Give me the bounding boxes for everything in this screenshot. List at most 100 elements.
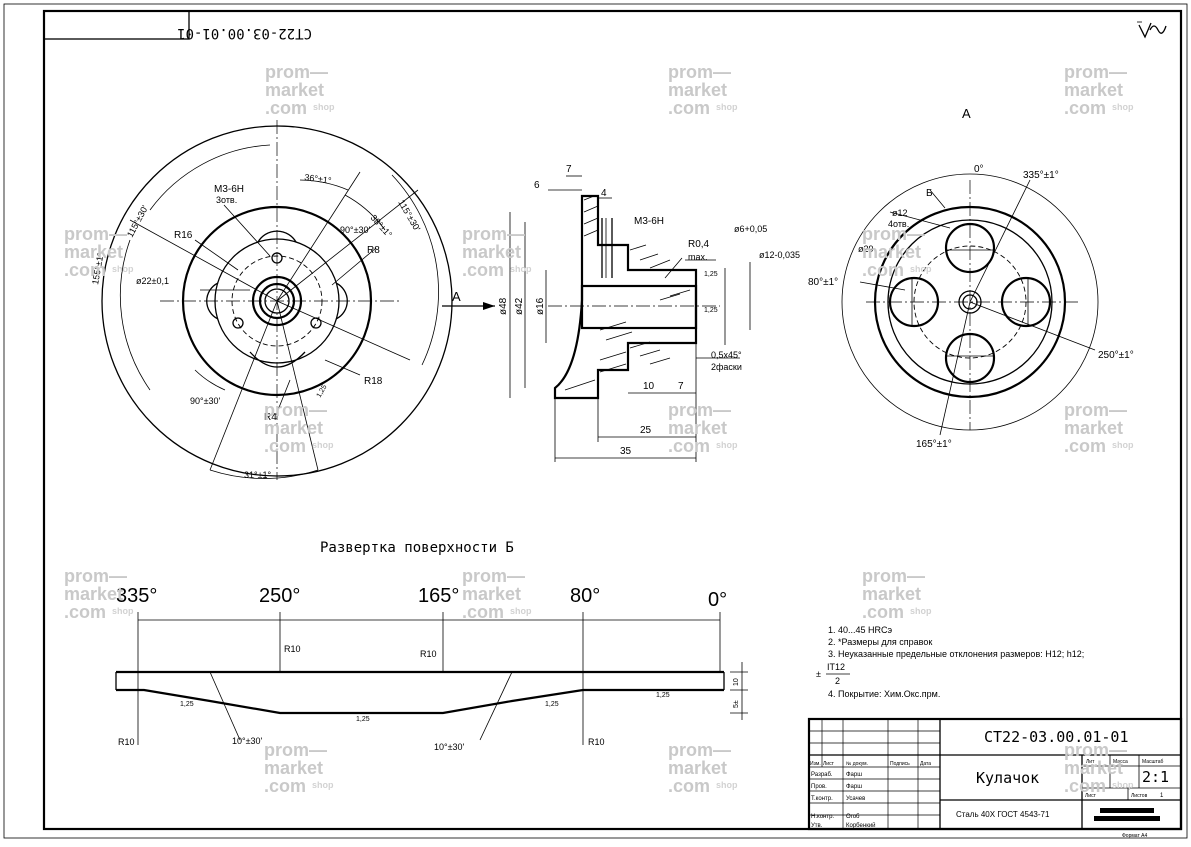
dev-a10-b: 10°±30' (434, 742, 465, 752)
sv-d10: 10 (643, 381, 655, 392)
row-nkontr: Н.контр. (811, 814, 834, 820)
sv-d42: ø42 (514, 297, 525, 315)
col-doc: № докум. (846, 761, 868, 767)
dev-a10-a: 10°±30' (232, 736, 263, 746)
fv-a90a: 90°±30' (190, 396, 221, 406)
sv-d7: 7 (566, 164, 572, 175)
watermark-text: market (862, 584, 921, 604)
watermark-text: market (1064, 758, 1123, 778)
fv-a31: 31°±1° (244, 470, 272, 480)
col-izm: Изм. (810, 761, 821, 767)
sv-d6tol: ø6+0,05 (734, 224, 767, 234)
sv-d16: ø16 (535, 297, 546, 315)
watermark-shop: shop (312, 440, 334, 450)
development-title: Развертка поверхности Б (320, 540, 514, 556)
watermark-text: prom— (668, 62, 731, 82)
dev-rough-4: 1,25 (656, 692, 670, 699)
watermark-text: prom— (462, 224, 525, 244)
watermark-text: .com (1064, 98, 1106, 118)
tb-name: Кулачок (976, 769, 1039, 787)
development-view: Развертка поверхности Б 335° 250° 165° 8… (115, 540, 748, 752)
note-3: 3. Неуказанные предельные отклонения раз… (828, 649, 1084, 659)
fv-r8: R8 (367, 245, 380, 256)
va-d12: ø12 (892, 208, 908, 218)
va-a80: 80°±1° (808, 277, 838, 288)
watermark-shop: shop (910, 606, 932, 616)
watermark-text: prom— (462, 566, 525, 586)
watermark-shop: shop (716, 440, 738, 450)
watermark-text: .com (264, 436, 306, 456)
watermark-text: .com (668, 776, 710, 796)
sv-d12: ø12-0,035 (759, 250, 800, 260)
dev-h5: 5± (733, 700, 740, 708)
fv-a90b: 90°±30' (340, 225, 371, 235)
watermark-text: .com (862, 260, 904, 280)
sv-d7b: 7 (678, 381, 684, 392)
sv-d35: 35 (620, 446, 632, 457)
watermark-text: prom— (862, 566, 925, 586)
sv-d4: 4 (601, 188, 607, 199)
watermark-text: prom— (264, 400, 327, 420)
name-4: Огоб (846, 814, 860, 820)
note-3-pm: ± (816, 669, 821, 679)
watermark-shop: shop (716, 102, 738, 112)
watermark-text: market (1064, 418, 1123, 438)
watermark-text: .com (264, 776, 306, 796)
watermark-text: market (264, 418, 323, 438)
watermark-logo: prom—market.com shop (1064, 400, 1134, 456)
tb-scale: 2:1 (1142, 768, 1169, 786)
watermark-shop: shop (716, 780, 738, 790)
sv-chamfer2: 2фаски (711, 362, 742, 372)
mirrored-number-box: СТ22-03.00.01-01 (43, 10, 312, 41)
name-5: Корбенкий (846, 822, 876, 829)
view-a: А 0° 335°±1° Б ø12 4отв. ø29 80°±1° 250°… (808, 106, 1134, 450)
watermark-text: .com (1064, 436, 1106, 456)
note-2: 2. *Размеры для справок (828, 637, 932, 647)
dev-r10-b: R10 (420, 649, 437, 659)
row-prov: Пров. (811, 784, 827, 790)
view-a-title: А (962, 106, 971, 121)
watermark-text: .com (668, 98, 710, 118)
watermark-logo: prom—market.com shop (668, 62, 738, 118)
view-arrow-a: А (442, 289, 495, 310)
watermark-shop: shop (112, 264, 134, 274)
watermark-shop: shop (510, 606, 532, 616)
sv-d6: 6 (534, 180, 540, 191)
watermark-text: market (264, 758, 323, 778)
watermark-text: .com (265, 98, 307, 118)
sv-chamfer: 0,5x45° (711, 350, 742, 360)
dev-rough-2: 1,25 (356, 716, 370, 723)
watermark-text: market (668, 80, 727, 100)
va-d29: ø29 (858, 244, 874, 254)
note-4: 4. Покрытие: Хим.Окс.прм. (828, 689, 940, 699)
watermark-text: prom— (862, 224, 925, 244)
fv-r4: R4 (264, 412, 277, 423)
dev-angle-80: 80° (570, 585, 600, 607)
watermark-shop: shop (1112, 440, 1134, 450)
watermark-text: prom— (64, 224, 127, 244)
row-tkontr: Т.контр. (811, 796, 833, 802)
technical-notes: 1. 40...45 HRCэ 2. *Размеры для справок … (816, 625, 1084, 699)
fv-thread: М3-6Н (214, 184, 244, 195)
col-list: Лист (823, 761, 835, 767)
note-3-den: 2 (835, 676, 840, 686)
watermark-text: .com (64, 602, 106, 622)
watermark-text: .com (862, 602, 904, 622)
name-1: Фарш (846, 772, 862, 778)
watermark-text: prom— (1064, 400, 1127, 420)
fv-d22: ø22±0,1 (136, 276, 169, 286)
va-a250: 250°±1° (1098, 350, 1134, 361)
tb-sheets-n: 1 (1160, 793, 1164, 799)
fv-r18: R18 (364, 376, 383, 387)
dev-h10: 10 (733, 678, 740, 686)
watermark-shop: shop (1112, 780, 1134, 790)
